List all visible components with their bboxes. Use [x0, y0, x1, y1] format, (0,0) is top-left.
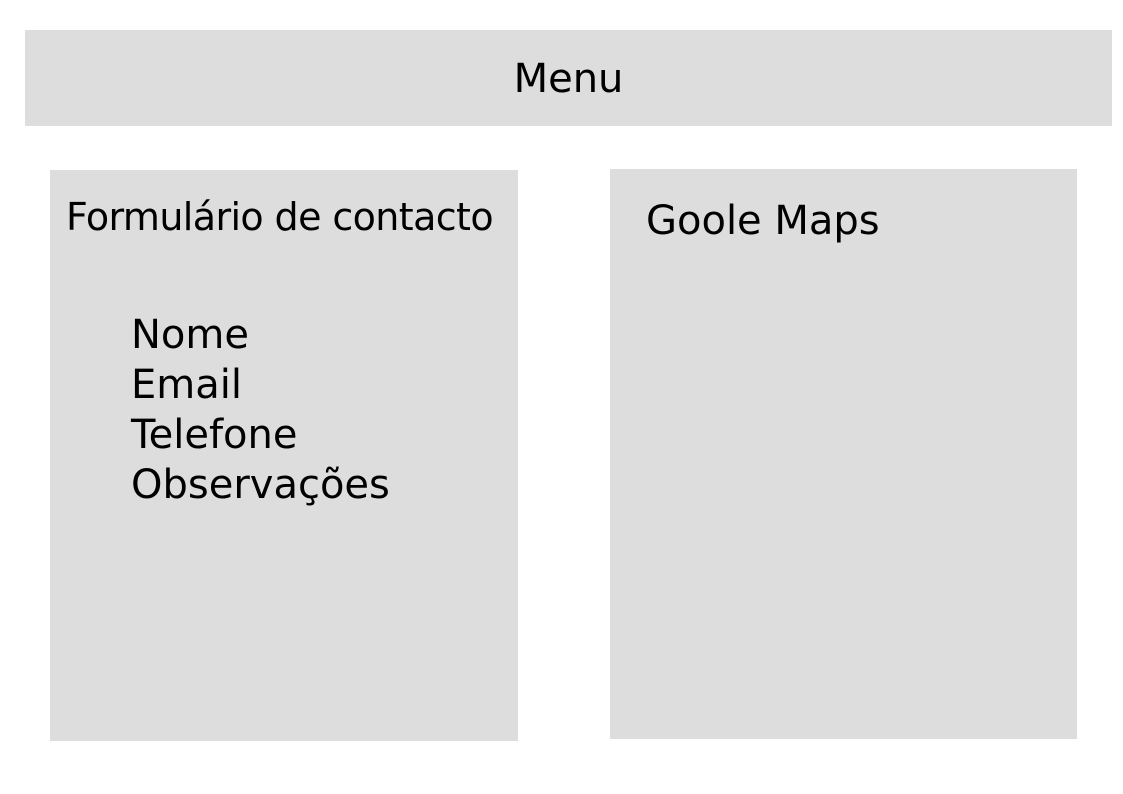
field-name[interactable]: Nome: [131, 312, 249, 358]
contact-form-title: Formulário de contacto: [66, 195, 494, 239]
menu-label: Menu: [513, 56, 624, 102]
field-email[interactable]: Email: [131, 362, 242, 408]
field-phone[interactable]: Telefone: [131, 412, 298, 458]
google-maps-panel[interactable]: Goole Maps: [610, 169, 1077, 739]
contact-form-field-list: Nome Email Telefone Observações: [131, 310, 390, 510]
menu-bar[interactable]: Menu: [25, 30, 1112, 126]
field-notes[interactable]: Observações: [131, 462, 390, 508]
google-maps-title: Goole Maps: [646, 198, 880, 244]
contact-form-panel: Formulário de contacto Nome Email Telefo…: [50, 170, 518, 741]
